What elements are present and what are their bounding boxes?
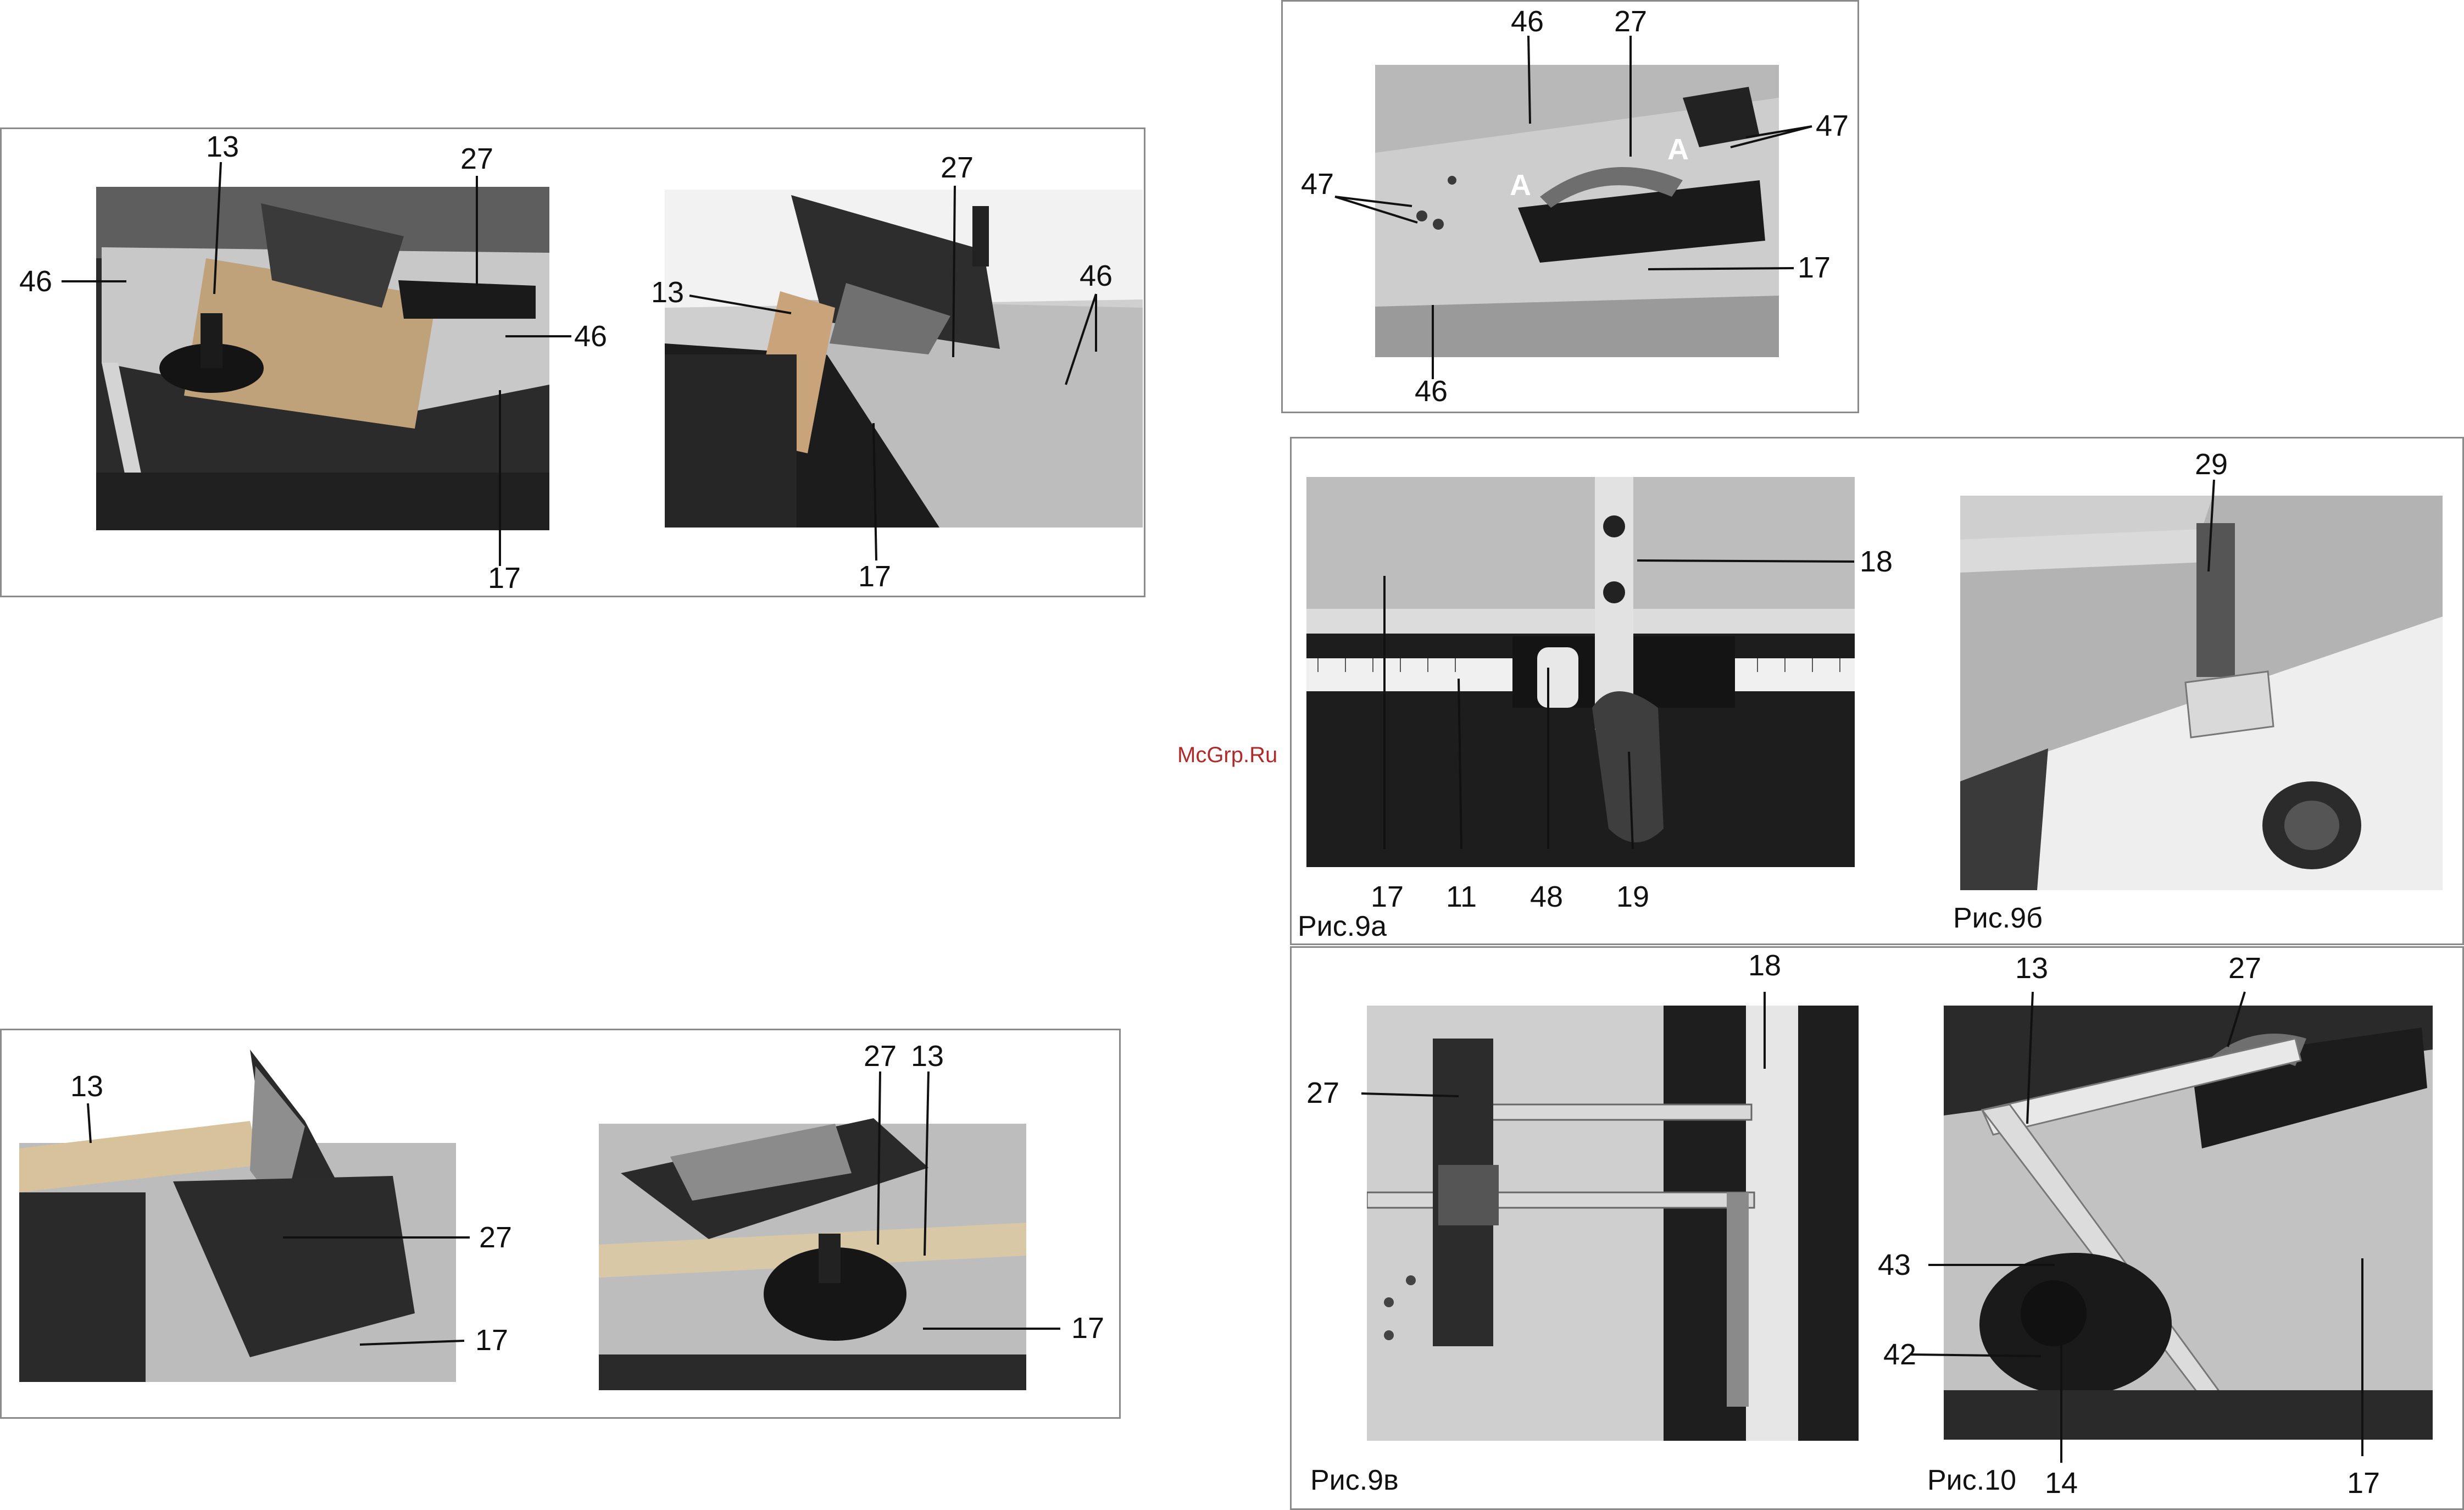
label-p8-17: 17 bbox=[475, 1325, 508, 1355]
photo-p1 bbox=[96, 187, 549, 530]
label-p8-27: 27 bbox=[479, 1223, 512, 1252]
label-p3-27: 27 bbox=[1614, 7, 1647, 36]
label-p4-11: 11 bbox=[1446, 882, 1477, 912]
label-p4-19: 19 bbox=[1616, 882, 1649, 912]
label-p2-27: 27 bbox=[941, 153, 974, 182]
photo-p6 bbox=[1367, 1006, 1859, 1441]
label-p1-13: 13 bbox=[206, 132, 239, 162]
photo-p4 bbox=[1306, 477, 1855, 867]
caption-fig-9v: Рис.9в bbox=[1310, 1466, 1399, 1495]
caption-fig-9b: Рис.9б bbox=[1953, 904, 2043, 932]
label-p2-17: 17 bbox=[858, 562, 891, 591]
label-p4-48: 48 bbox=[1530, 882, 1563, 912]
label-p3-47-right: 47 bbox=[1816, 111, 1849, 141]
label-p1-46-left: 46 bbox=[19, 267, 52, 296]
label-p2-46: 46 bbox=[1080, 261, 1113, 291]
photo-p7 bbox=[1944, 1006, 2433, 1440]
label-p3-17: 17 bbox=[1798, 253, 1831, 282]
photo-p3 bbox=[1375, 65, 1779, 357]
label-p3-46-top: 46 bbox=[1511, 7, 1544, 36]
label-p9-13: 13 bbox=[911, 1041, 944, 1071]
label-p6-27: 27 bbox=[1306, 1078, 1339, 1108]
watermark-text: McGrp.Ru bbox=[1177, 743, 1277, 768]
label-p8-13: 13 bbox=[70, 1072, 103, 1101]
label-p9-27: 27 bbox=[864, 1041, 897, 1071]
mark-p3-a-left: A bbox=[1510, 170, 1531, 200]
label-p1-17: 17 bbox=[488, 563, 521, 593]
label-p6-18: 18 bbox=[1748, 951, 1781, 980]
label-p4-17: 17 bbox=[1371, 882, 1404, 912]
label-p3-47-left: 47 bbox=[1301, 169, 1334, 199]
label-p5-29: 29 bbox=[2195, 449, 2228, 479]
label-p2-13: 13 bbox=[651, 277, 684, 307]
mark-p3-a-right: A bbox=[1667, 135, 1689, 164]
label-p7-42: 42 bbox=[1883, 1340, 1916, 1369]
label-p1-27: 27 bbox=[460, 144, 493, 174]
label-p1-46-right: 46 bbox=[574, 321, 607, 351]
photo-p9 bbox=[599, 1058, 1026, 1390]
photo-p5 bbox=[1960, 496, 2443, 890]
label-p9-17: 17 bbox=[1071, 1313, 1104, 1343]
caption-fig-10: Рис.10 bbox=[1927, 1466, 2016, 1495]
label-p7-43: 43 bbox=[1878, 1250, 1911, 1280]
label-p7-17: 17 bbox=[2347, 1468, 2380, 1498]
label-p3-46-bottom: 46 bbox=[1415, 376, 1448, 406]
caption-fig-9a: Рис.9а bbox=[1298, 912, 1387, 941]
label-p7-14: 14 bbox=[2045, 1468, 2078, 1498]
label-p4-18: 18 bbox=[1860, 547, 1893, 576]
label-p7-27: 27 bbox=[2228, 953, 2261, 983]
photo-p2 bbox=[665, 190, 1143, 528]
label-p7-13: 13 bbox=[2015, 953, 2048, 983]
